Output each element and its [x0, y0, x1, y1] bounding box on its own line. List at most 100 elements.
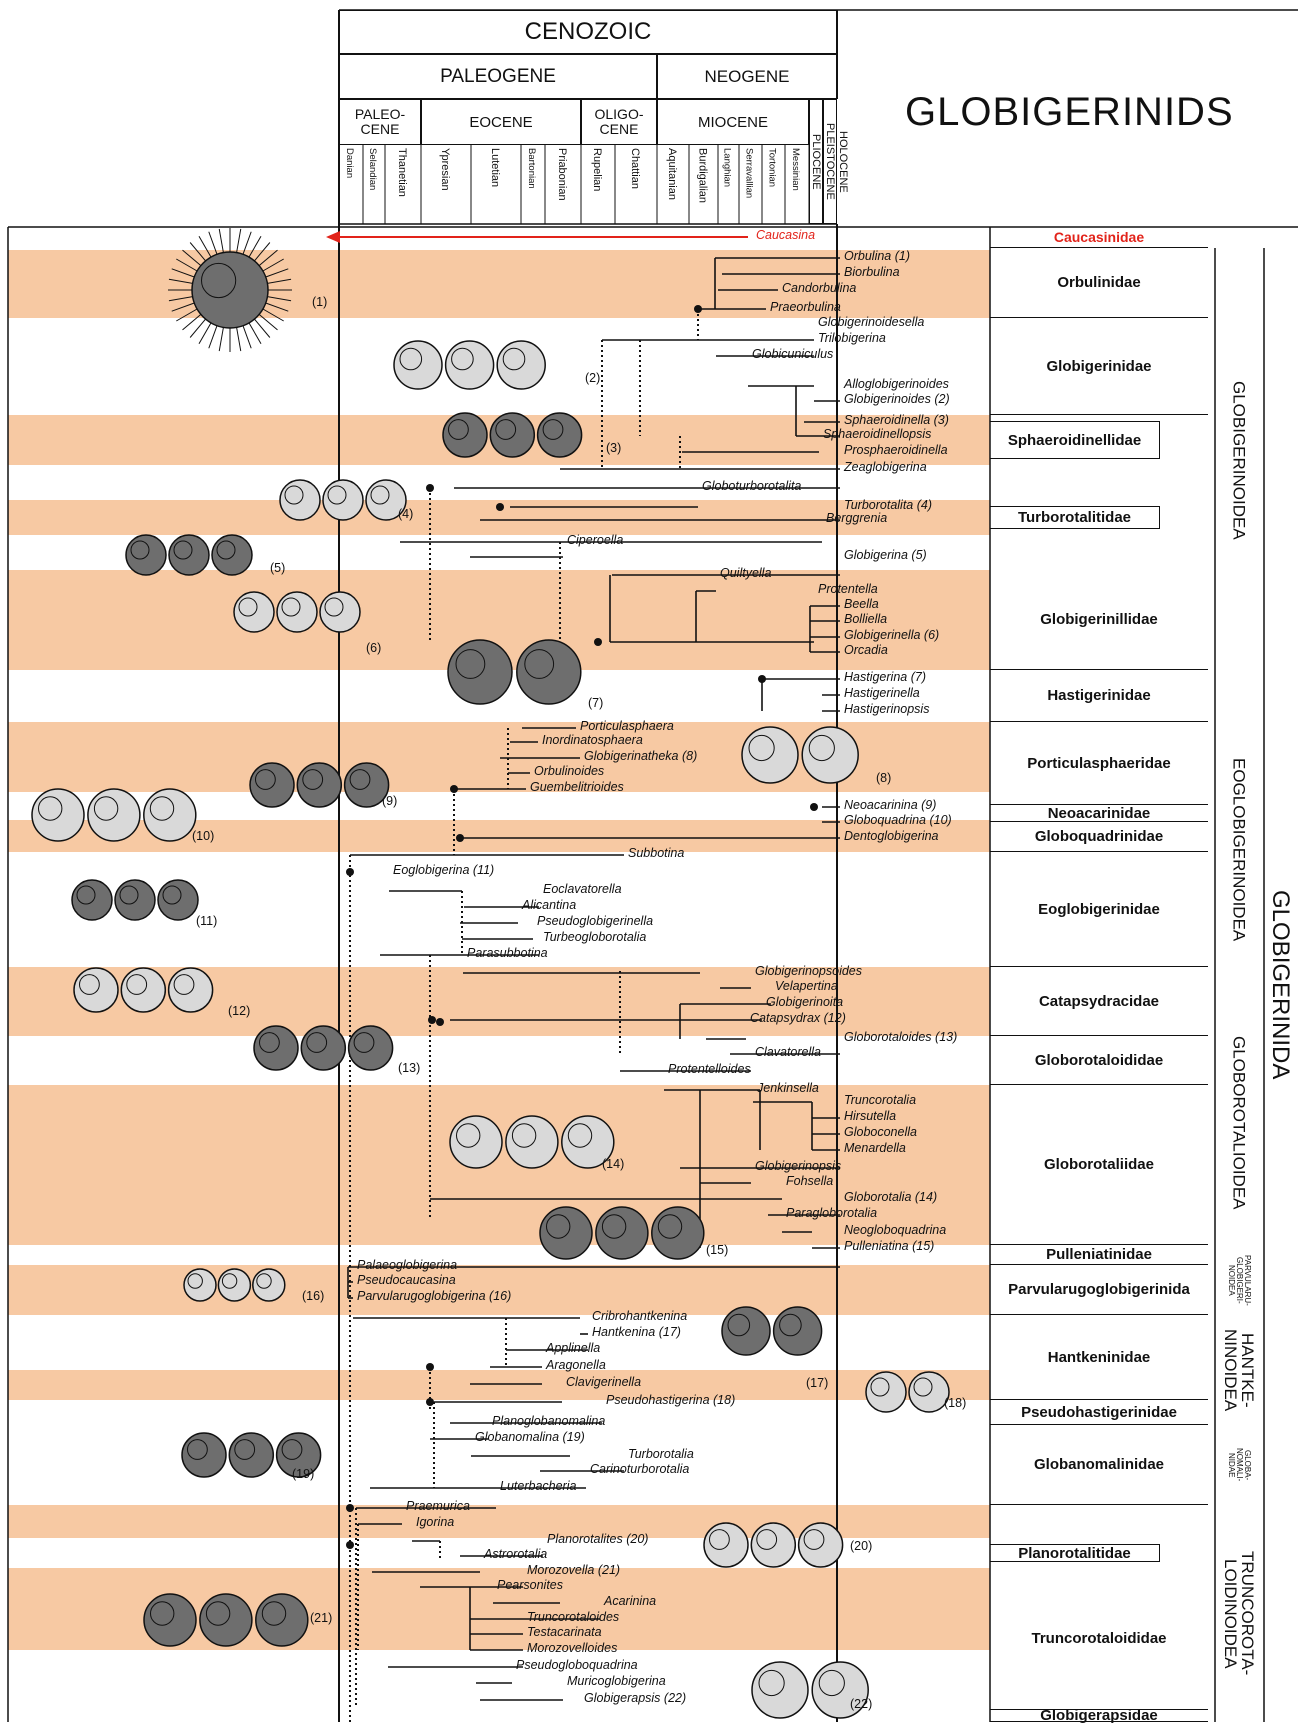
- node-dot-0: [694, 305, 702, 313]
- genus-applinella: Applinella: [546, 1341, 601, 1355]
- specimen-15-0: [183, 1268, 217, 1302]
- genus-trilobigerina: Trilobigerina: [818, 331, 886, 345]
- figure-number: (15): [706, 1243, 729, 1257]
- superfamily-4: HANTKE- NINOIDEA: [1221, 1328, 1257, 1412]
- spine-29: [242, 231, 252, 255]
- superfamily-2: GLOBOROTALIOIDEA: [1229, 1035, 1249, 1210]
- node-dot-11: [346, 1504, 354, 1512]
- specimen-19-1: [750, 1522, 797, 1568]
- specimen-chamber-21-0: [758, 1669, 785, 1697]
- genus-hirsutella: Hirsutella: [844, 1109, 897, 1123]
- genus-globoquadrina: Globoquadrina (10): [844, 813, 952, 827]
- family-catapsydracidae: Catapsydracidae: [990, 967, 1208, 1036]
- spine-14: [182, 314, 202, 331]
- specimen-chamber-16-1: [779, 1313, 802, 1337]
- specimen-chamber-4-2: [216, 540, 236, 560]
- specimen-5-0: [233, 591, 275, 633]
- family-porticulasphaeridae: Porticulasphaeridae: [990, 722, 1208, 805]
- specimen-chamber-6-1: [524, 649, 555, 679]
- family-truncorotaloididae: Truncorotaloididae: [990, 1568, 1208, 1710]
- genus-pseudocaucasina: Pseudocaucasina: [357, 1273, 456, 1287]
- family-globorotaloididae: Globorotaloididae: [990, 1036, 1208, 1085]
- genus-sphaeroidinella: Sphaeroidinella (3): [844, 413, 949, 427]
- superfamily-1: EOGLOBIGERINOIDEA: [1229, 758, 1249, 942]
- genus-aragonella: Aragonella: [546, 1358, 606, 1372]
- node-dot-12: [426, 1398, 434, 1406]
- specimen-11-1: [120, 967, 167, 1013]
- specimen-19-0: [703, 1522, 749, 1568]
- stage-ypresian: Ypresian: [439, 148, 451, 191]
- genus-menardella: Menardella: [844, 1141, 906, 1155]
- specimen-13-0: [449, 1115, 503, 1169]
- specimen-4-1: [168, 534, 210, 576]
- figure-number: (1): [312, 295, 328, 309]
- specimen-chamber-18-1: [234, 1439, 256, 1460]
- spine-34: [265, 268, 289, 278]
- specimen-chamber-2-1: [495, 419, 517, 440]
- genus-inordinatosphaera: Inordinatosphaera: [542, 733, 643, 747]
- node-dot-7: [456, 834, 464, 842]
- genus-pearsonites: Pearsonites: [497, 1578, 564, 1592]
- genus-pseudoglobigerinella: Pseudoglobigerinella: [537, 914, 654, 928]
- specimen-chamber-20-2: [261, 1601, 287, 1626]
- node-dot-14: [346, 1541, 354, 1549]
- specimen-20-1: [199, 1593, 253, 1647]
- genus-parvularugoglobigerina: Parvularugoglobigerina (16): [357, 1289, 512, 1303]
- spine-6: [248, 322, 262, 344]
- figure-number: (10): [192, 829, 215, 843]
- specimen-chamber-5-2: [324, 597, 344, 617]
- genus-berggrenia: Berggrenia: [826, 511, 888, 525]
- genus-clavigerinella: Clavigerinella: [566, 1375, 642, 1389]
- specimen-14-0: [539, 1206, 593, 1260]
- specimen-1-0: [393, 340, 443, 390]
- family-hantkeninidae: Hantkeninidae: [990, 1315, 1208, 1400]
- figure-number: (2): [585, 371, 601, 385]
- specimen-chamber-0-0: [201, 262, 237, 299]
- specimen-chamber-3-1: [327, 485, 347, 505]
- spine-30: [248, 236, 262, 258]
- genus-praemurica: Praemurica: [406, 1499, 470, 1513]
- node-dot-9: [428, 1016, 436, 1024]
- specimen-6-1: [516, 639, 582, 705]
- genus-beella: Beella: [844, 597, 879, 611]
- spine-2: [265, 302, 289, 312]
- specimen-17-0: [865, 1371, 907, 1413]
- family-globorotaliidae: Globorotaliidae: [990, 1085, 1208, 1245]
- genus-sphaeroidinellopsis: Sphaeroidinellopsis: [823, 427, 932, 441]
- genus-hantkenina: Hantkenina (17): [592, 1325, 681, 1339]
- stage-danian: Danian: [344, 148, 355, 179]
- stage-lutetian: Lutetian: [489, 148, 501, 188]
- specimen-18-2: [275, 1432, 322, 1478]
- specimen-chamber-1-1: [451, 347, 474, 371]
- genus-astrorotalia: Astrorotalia: [484, 1547, 548, 1561]
- family-globigerapsidae: Globigerapsidae: [990, 1707, 1208, 1724]
- specimen-21-1: [811, 1661, 869, 1719]
- figure-number: (20): [850, 1539, 873, 1553]
- specimen-chamber-19-2: [803, 1529, 825, 1550]
- figure-number: (16): [302, 1289, 325, 1303]
- family-planorotalitidae: Planorotalitidae: [990, 1544, 1160, 1562]
- genus-globigerinoita: Globigerinoita: [766, 995, 844, 1009]
- figure-number: (14): [602, 1157, 625, 1171]
- spine-11: [208, 325, 218, 349]
- specimen-chamber-8-0: [255, 769, 276, 790]
- stage-chattian: Chattian: [629, 148, 641, 189]
- genus-subbotina: Subbotina: [628, 846, 685, 860]
- spine-25: [208, 231, 218, 255]
- genus-neoacarinina: Neoacarinina (9): [844, 798, 937, 812]
- node-dot-4: [758, 675, 766, 683]
- genus-globigerinoides: Globigerinoides (2): [844, 392, 950, 406]
- genus-globigerinella: Globigerinella (6): [844, 628, 940, 642]
- genus-globicuniculus: Globicuniculus: [752, 347, 834, 361]
- node-dot-2: [496, 503, 504, 511]
- genus-orbulina: Orbulina (1): [844, 249, 910, 263]
- genus-turbeogloborotalia: Turbeogloborotalia: [543, 930, 647, 944]
- specimen-18-0: [181, 1432, 227, 1478]
- epoch-oligocene: OLIGO- CENE: [581, 99, 657, 145]
- specimen-12-1: [300, 1025, 347, 1071]
- specimen-12-0: [253, 1025, 299, 1071]
- node-dot-6: [810, 803, 818, 811]
- node-dot-10: [436, 1018, 444, 1026]
- caucasina-arrow-head: [326, 231, 340, 243]
